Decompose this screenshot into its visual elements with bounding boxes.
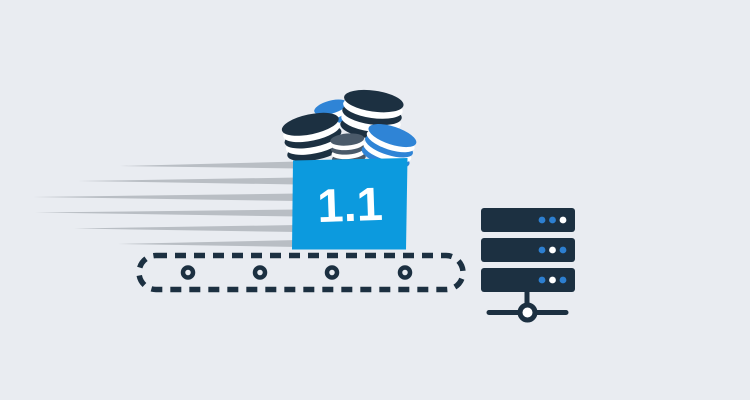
server-led — [559, 276, 567, 284]
server-led — [538, 276, 546, 284]
speed-line — [33, 193, 298, 201]
belt-roller — [252, 265, 268, 280]
network-stem — [524, 290, 530, 306]
version-box: 1.1 — [292, 158, 408, 250]
belt-roller — [397, 265, 413, 280]
chip-layer — [281, 112, 339, 136]
speed-line — [78, 177, 298, 185]
chip-layer — [330, 133, 365, 146]
server-led — [549, 216, 556, 224]
server-rack-icon — [481, 208, 575, 323]
chip-layer — [344, 89, 404, 113]
server-unit — [481, 238, 575, 262]
coin-stack-dark-left — [281, 112, 345, 162]
server-led — [559, 216, 567, 224]
server-unit — [481, 268, 575, 292]
chip-layer — [368, 124, 417, 148]
speed-line — [120, 161, 298, 169]
chip-layer — [314, 99, 348, 115]
server-led — [538, 216, 546, 224]
server-led — [549, 246, 556, 254]
box-body — [292, 158, 408, 250]
speed-lines-icon — [33, 161, 298, 247]
network-node-circle — [517, 302, 538, 323]
version-label: 1.1 — [316, 177, 383, 232]
network-node-icon — [486, 290, 569, 323]
server-led — [549, 276, 556, 284]
speed-line — [35, 209, 298, 217]
belt-roller — [180, 265, 196, 280]
speed-line — [118, 240, 298, 247]
server-led — [559, 246, 567, 254]
server-led — [538, 246, 546, 254]
server-unit — [481, 208, 575, 232]
speed-line — [74, 225, 298, 232]
conveyor-belt-icon — [136, 252, 466, 293]
belt-roller — [324, 265, 340, 280]
